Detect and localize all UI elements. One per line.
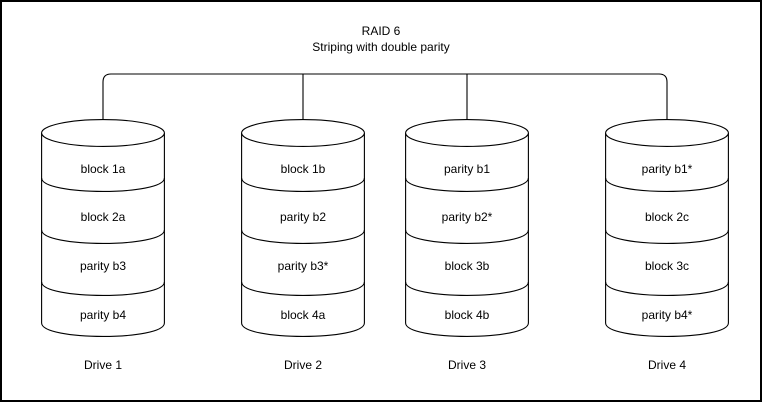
section-divider xyxy=(405,281,529,296)
drive-label-4: Drive 4 xyxy=(647,358,686,372)
diagram-subtitle: Striping with double parity xyxy=(312,40,450,54)
section-divider xyxy=(241,177,365,192)
block-label: block 3b xyxy=(445,259,490,273)
drive-label-2: Drive 2 xyxy=(283,358,322,372)
cylinder-bottom-arc xyxy=(241,322,365,337)
block-label: parity b3 xyxy=(80,259,126,273)
block-label: block 1b xyxy=(281,162,326,176)
bus-line xyxy=(102,73,668,119)
drive-cylinder-1: block 1a block 2a parity b3 parity b4 xyxy=(41,119,165,338)
section-divider xyxy=(605,229,729,244)
drive-cylinder-2: block 1b parity b2 parity b3* block 4a xyxy=(241,119,365,338)
section-divider xyxy=(605,177,729,192)
block-label: parity b1 xyxy=(444,162,490,176)
cylinder-top-ellipse xyxy=(241,119,365,147)
section-divider xyxy=(405,229,529,244)
section-divider xyxy=(41,281,165,296)
block-label: block 3c xyxy=(645,259,689,273)
block-label: block 2a xyxy=(81,210,126,224)
block-label: parity b4* xyxy=(642,308,693,322)
section-divider xyxy=(241,281,365,296)
block-label: parity b2* xyxy=(442,210,493,224)
block-label: block 1a xyxy=(81,162,126,176)
section-divider xyxy=(41,229,165,244)
block-label: block 4a xyxy=(281,308,326,322)
block-label: parity b4 xyxy=(80,308,126,322)
drive-cylinder-4: parity b1* block 2c block 3c parity b4* xyxy=(605,119,729,338)
block-label: block 2c xyxy=(645,210,689,224)
cylinder-bottom-arc xyxy=(41,322,165,337)
block-label: block 4b xyxy=(445,308,490,322)
cylinder-bottom-arc xyxy=(405,322,529,337)
drive-label-3: Drive 3 xyxy=(447,358,486,372)
section-divider xyxy=(241,229,365,244)
cylinder-top-ellipse xyxy=(41,119,165,147)
drive-cylinder-3: parity b1 parity b2* block 3b block 4b xyxy=(405,119,529,338)
cylinder-top-ellipse xyxy=(605,119,729,147)
section-divider xyxy=(41,177,165,192)
block-label: parity b2 xyxy=(280,210,326,224)
diagram-title-block: RAID 6 Striping with double parity xyxy=(2,23,760,55)
cylinder-top-ellipse xyxy=(405,119,529,147)
cylinder-bottom-arc xyxy=(605,322,729,337)
drive-label-1: Drive 1 xyxy=(83,358,122,372)
block-label: parity b3* xyxy=(278,259,329,273)
section-divider xyxy=(605,281,729,296)
diagram-title: RAID 6 xyxy=(361,24,401,38)
block-label: parity b1* xyxy=(642,162,693,176)
section-divider xyxy=(405,177,529,192)
